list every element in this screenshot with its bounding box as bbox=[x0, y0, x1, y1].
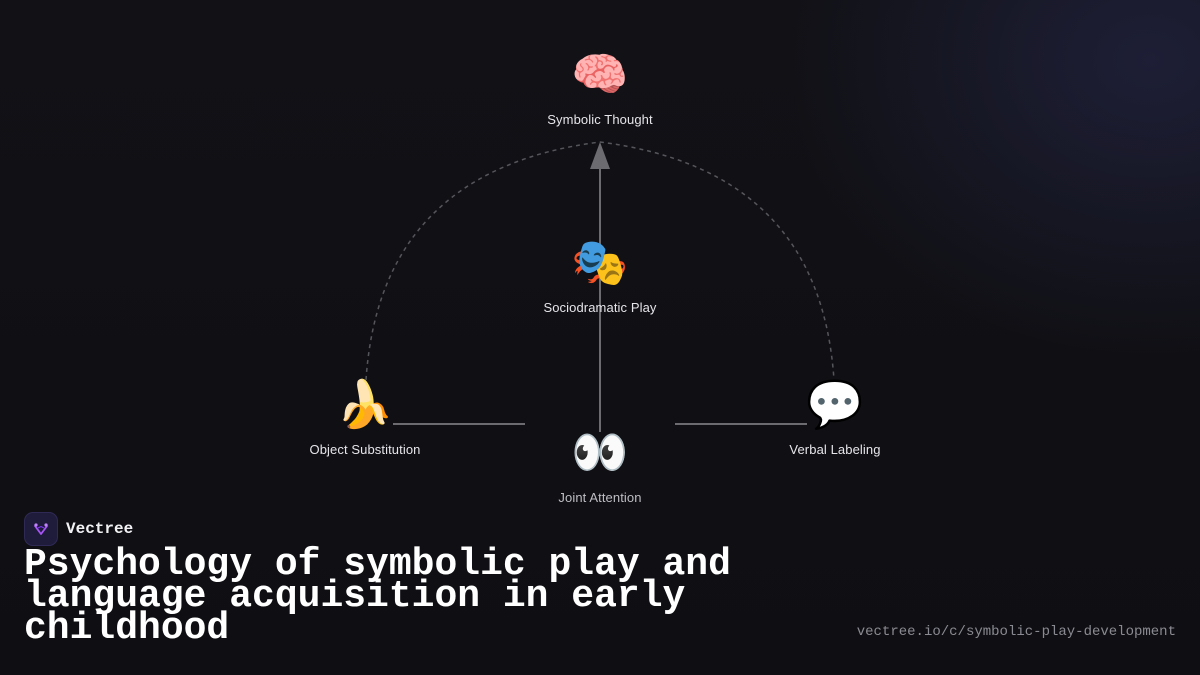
speech-bubble-icon: 💬 bbox=[806, 377, 864, 431]
source-url[interactable]: vectree.io/c/symbolic-play-development bbox=[856, 624, 1176, 640]
node-symbolic-thought: 🧠 Symbolic Thought bbox=[500, 46, 700, 127]
node-label: Verbal Labeling bbox=[789, 442, 881, 457]
page-title: Psychology of symbolic play and language… bbox=[24, 543, 731, 650]
eyes-icon: 👀 bbox=[571, 425, 629, 479]
performing-arts-icon: 🎭 bbox=[571, 235, 629, 289]
node-label: Sociodramatic Play bbox=[543, 300, 657, 315]
logo-mark-icon bbox=[34, 523, 48, 535]
banana-icon: 🍌 bbox=[336, 377, 394, 431]
brain-icon: 🧠 bbox=[571, 47, 629, 101]
node-object-substitution: 🍌 Object Substitution bbox=[265, 376, 465, 457]
brand-name: Vectree bbox=[66, 520, 134, 538]
arrowhead-up bbox=[590, 142, 610, 169]
node-verbal-labeling: 💬 Verbal Labeling bbox=[735, 376, 935, 457]
node-label: Joint Attention bbox=[558, 490, 642, 505]
node-joint-attention: 👀 Joint Attention bbox=[500, 424, 700, 505]
vectree-logo-icon bbox=[24, 512, 58, 546]
brand: Vectree bbox=[24, 512, 133, 546]
node-label: Symbolic Thought bbox=[547, 112, 653, 127]
node-sociodramatic-play: 🎭 Sociodramatic Play bbox=[500, 234, 700, 315]
node-label: Object Substitution bbox=[309, 442, 421, 457]
